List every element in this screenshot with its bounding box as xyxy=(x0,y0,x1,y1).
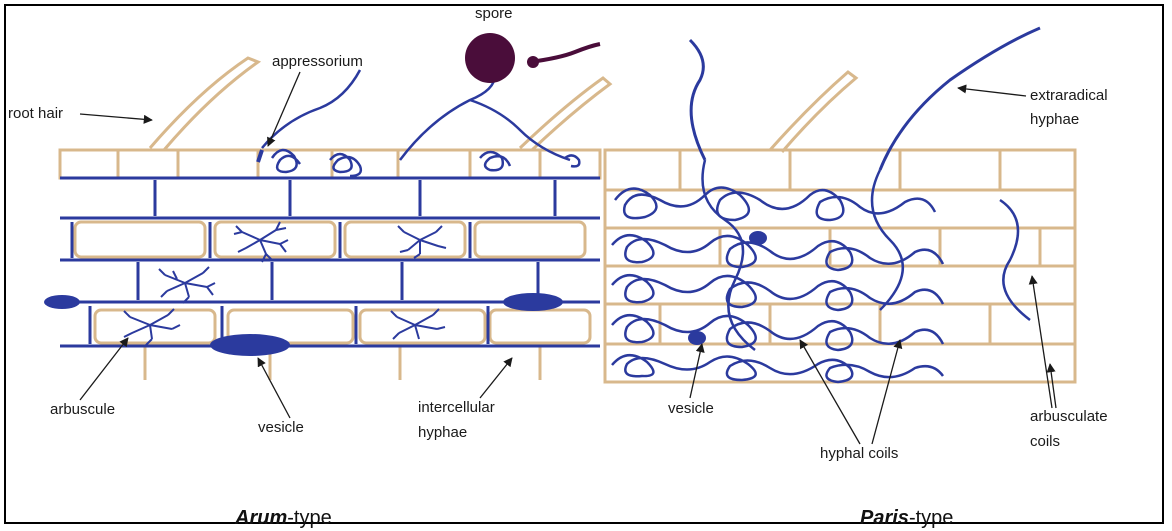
label-arbusculate-2: coils xyxy=(1030,433,1060,450)
title-arum-type: Arum-type xyxy=(234,507,332,529)
title-paris-type: Paris-type xyxy=(860,507,953,529)
coils-top-left xyxy=(272,150,579,176)
label-spore: spore xyxy=(475,5,513,22)
label-extraradical-1: extraradical xyxy=(1030,87,1108,104)
spore-body xyxy=(465,33,515,83)
label-intercellular-1: intercellular xyxy=(418,399,495,416)
root-hairs-right xyxy=(770,72,856,152)
label-extraradical-2: hyphae xyxy=(1030,111,1079,128)
arbuscules-left xyxy=(124,222,446,345)
label-root-hair: root hair xyxy=(8,105,63,122)
label-appressorium: appressorium xyxy=(272,53,363,70)
label-intercellular-2: hyphae xyxy=(418,424,467,441)
root-hairs-left xyxy=(150,58,610,150)
spore-bud xyxy=(527,56,539,68)
label-arbusculate-1: arbusculate xyxy=(1030,408,1108,425)
label-vesicle-left: vesicle xyxy=(258,419,304,436)
hyphal-coils-right xyxy=(612,160,1030,382)
label-vesicle-right: vesicle xyxy=(668,400,714,417)
extraradical-hyphae-left xyxy=(262,70,570,160)
paris-panel xyxy=(605,28,1075,382)
arum-panel xyxy=(44,33,610,380)
label-hyphal-coils: hyphal coils xyxy=(820,445,898,462)
spore-germ-tube xyxy=(530,44,600,62)
label-arbuscule: arbuscule xyxy=(50,401,115,418)
cell-walls-right xyxy=(605,150,1075,382)
